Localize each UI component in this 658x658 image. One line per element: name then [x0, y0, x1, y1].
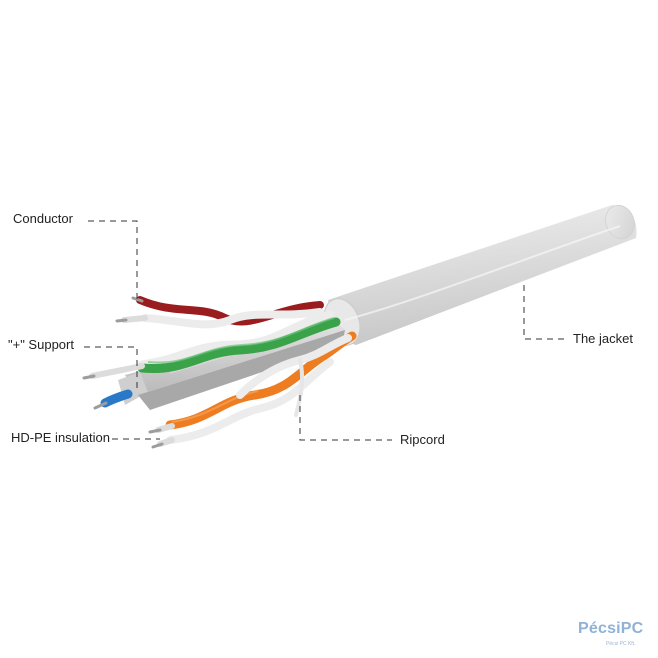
leader-conductor	[88, 220, 138, 300]
leader-lines	[84, 220, 566, 441]
logo-tagline: Pécsi PC Kft.	[606, 641, 636, 647]
leader-jacket	[523, 285, 566, 340]
blue-pair	[93, 334, 352, 417]
leader-ripcord	[299, 395, 392, 441]
brand-logo: PécsiPC Pécsi PC Kft.	[578, 620, 648, 650]
logo-text: PécsiPC	[578, 620, 644, 637]
cable-jacket	[323, 204, 637, 346]
label-support: "+" Support	[8, 337, 74, 352]
label-conductor: Conductor	[13, 211, 73, 226]
label-jacket: The jacket	[573, 331, 633, 346]
label-ripcord: Ripcord	[400, 432, 445, 447]
label-hdpe-insulation: HD-PE insulation	[11, 430, 110, 445]
green-pair	[82, 310, 341, 380]
red-pair	[115, 296, 324, 329]
leader-support	[84, 346, 138, 390]
